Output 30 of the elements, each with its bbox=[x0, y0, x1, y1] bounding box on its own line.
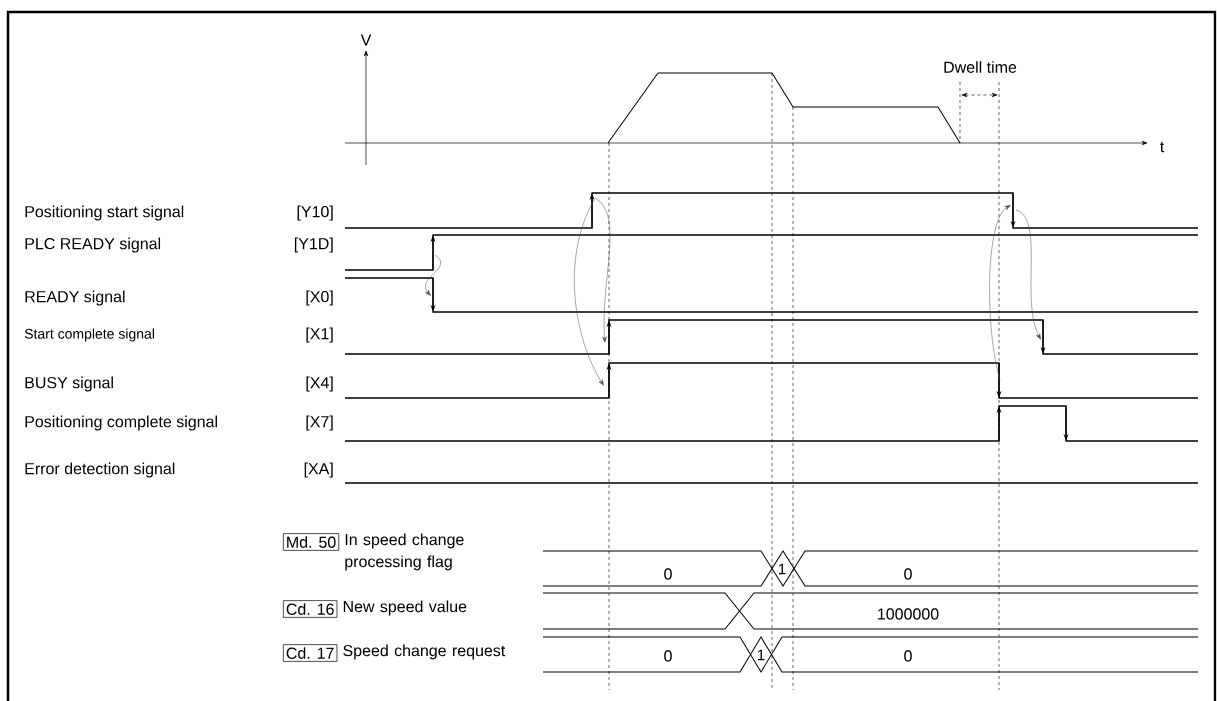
register-box: Md. 50 bbox=[283, 533, 340, 551]
signal-address: [XA] bbox=[304, 462, 333, 478]
value-label: 0 bbox=[904, 650, 912, 662]
signal-address: [X0] bbox=[306, 290, 333, 306]
register-description: In speed change processing flag bbox=[345, 533, 464, 571]
signal-address: [X7] bbox=[306, 415, 333, 431]
register-description: Speed change request bbox=[343, 644, 506, 660]
value-label: 1 bbox=[758, 649, 765, 661]
value-label: 1000000 bbox=[878, 608, 939, 620]
signal-name: BUSY signal bbox=[25, 376, 113, 392]
signal-address: [X4] bbox=[306, 376, 333, 392]
register-box: Cd. 16 bbox=[283, 600, 338, 618]
signal-name: Start complete signal bbox=[24, 328, 154, 342]
signal-name: Error detection signal bbox=[25, 462, 175, 478]
value-label: 0 bbox=[664, 568, 672, 580]
signal-name: PLC READY signal bbox=[25, 237, 161, 253]
axis-label: t bbox=[1160, 141, 1165, 153]
value-label: 0 bbox=[664, 650, 672, 662]
register-box: Cd. 17 bbox=[283, 644, 338, 662]
axis-label: V bbox=[360, 34, 372, 46]
value-label: 1 bbox=[779, 563, 786, 575]
signal-address: [Y1D] bbox=[294, 237, 333, 253]
signal-name: Positioning start signal bbox=[25, 205, 184, 221]
signal-name: READY signal bbox=[25, 290, 125, 306]
dimension-label: Dwell time bbox=[944, 61, 1017, 73]
signal-name: Positioning complete signal bbox=[25, 415, 217, 431]
signal-address: [X1] bbox=[306, 327, 333, 343]
value-label: 0 bbox=[904, 568, 912, 580]
register-description: New speed value bbox=[343, 600, 467, 616]
signal-address: [Y10] bbox=[297, 205, 333, 221]
